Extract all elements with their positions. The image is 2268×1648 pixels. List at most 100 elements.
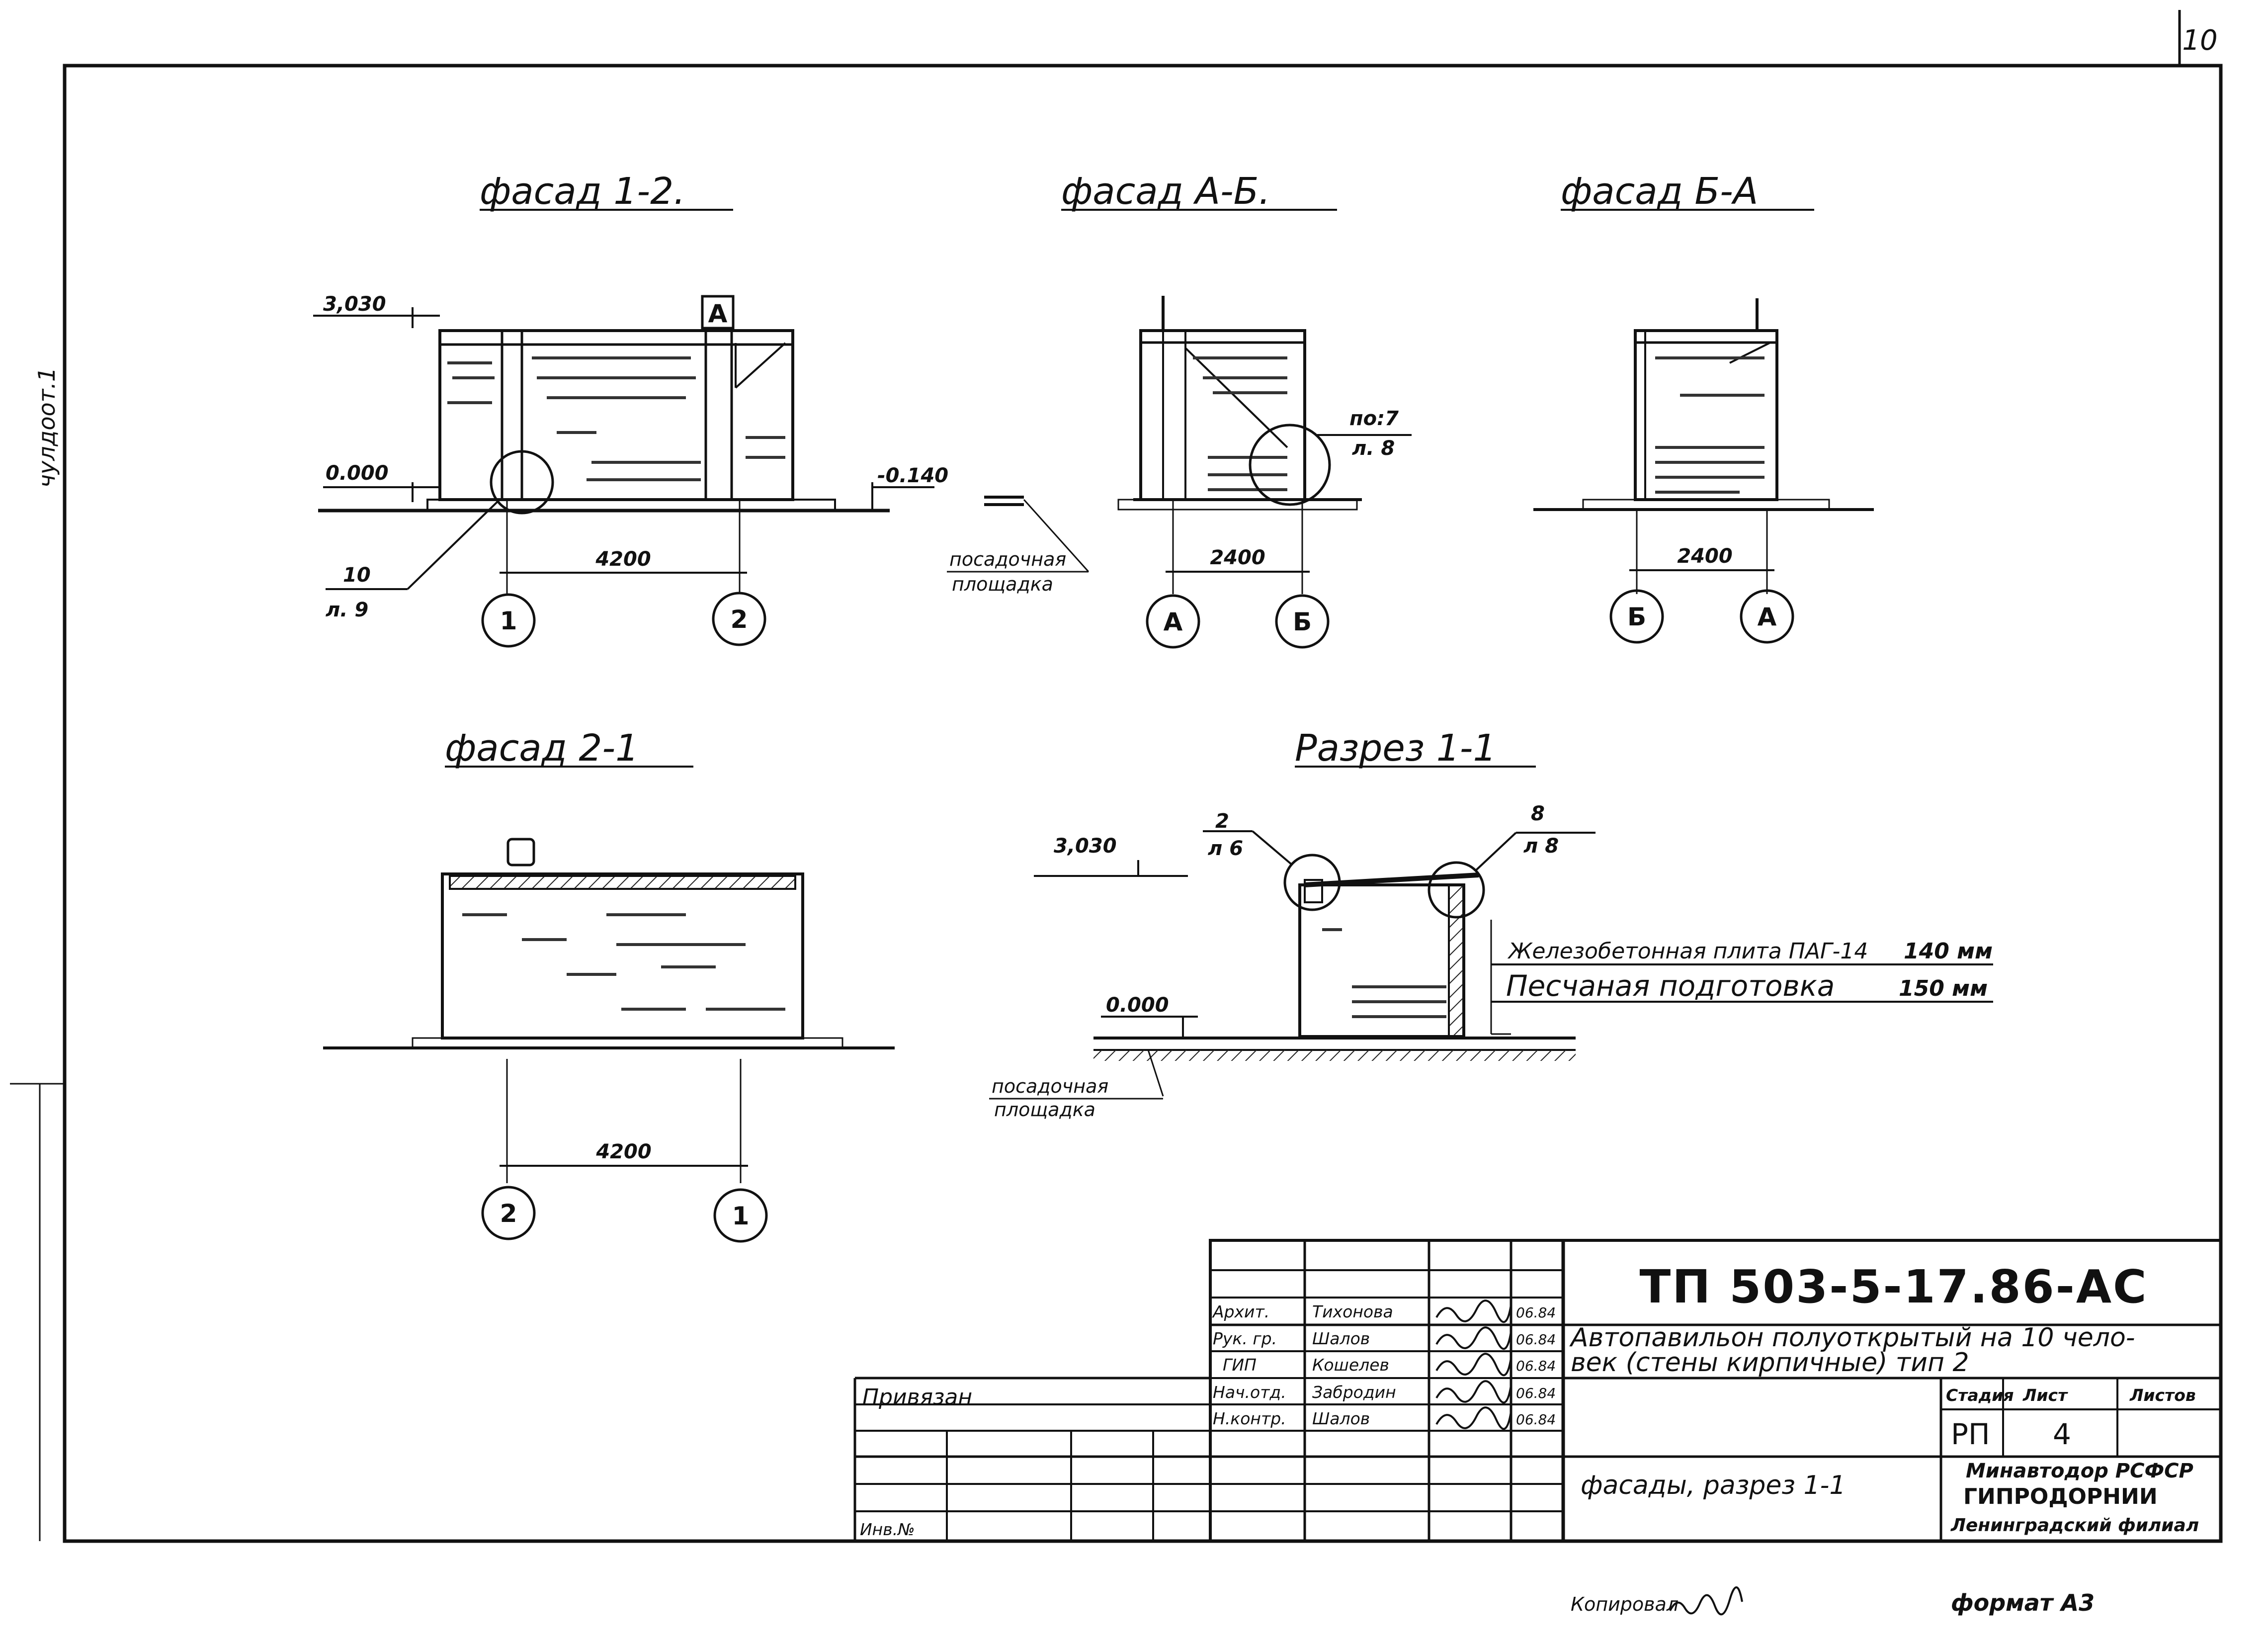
facade-1-2-axis-left-bubble	[481, 593, 536, 648]
facade-1-2-axis-marker	[701, 295, 735, 330]
facade-2-1-span: 4200	[595, 1140, 651, 1163]
facade-a-b-callout-circle	[1249, 424, 1331, 506]
section-1-1-callout-right-sheet: л 8	[1523, 835, 1559, 858]
facade-1-2-axis-marker-label: А	[708, 299, 728, 328]
facade-1-2-span: 4200	[595, 548, 651, 571]
doc-code: ТП 503-5-17.86-АС	[1639, 1260, 2148, 1313]
copier-signature	[1669, 1586, 1743, 1616]
facade-1-2-column-left	[501, 329, 523, 501]
signature-date: 06.84	[1516, 1385, 1556, 1401]
facade-b-a-span: 2400	[1677, 545, 1732, 568]
section-1-1-layer1-name: Железобетонная плита ПАГ-14	[1507, 939, 1868, 964]
facade-2-1-title: фасад 2-1	[445, 727, 639, 770]
signature-scribble	[1435, 1326, 1512, 1350]
side-stamp: чулдоот.1	[33, 367, 60, 488]
facade-1-2-title: фасад 1-2.	[480, 170, 685, 213]
doc-description-line1: Автопавильон полуоткрытый на 10 чело-	[1569, 1323, 2135, 1353]
facade-1-2-callout-num: 10	[343, 564, 371, 587]
org-line1: Минавтодор РСФСР	[1966, 1460, 2193, 1482]
facade-a-b-title: фасад А-Б.	[1061, 170, 1270, 213]
platform-label-line2: площадка	[952, 573, 1053, 595]
facade-a-b-callout-sheet: л. 8	[1352, 437, 1395, 460]
signature-date: 06.84	[1516, 1358, 1556, 1374]
section-1-1-platform-line2: площадка	[994, 1099, 1095, 1121]
facade-2-1-roof-band	[449, 875, 796, 890]
signature-row: ГИП Кошелев 06.84	[1223, 1353, 1556, 1377]
sheet-title: фасады, разрез 1-1	[1581, 1471, 1846, 1500]
section-1-1-level-zero: 0.000	[1106, 994, 1169, 1017]
facade-2-1: фасад 2-1 4200 2 1	[323, 727, 895, 1243]
signature-scribble	[1435, 1300, 1512, 1323]
footer-copied: Копировал	[1571, 1593, 1679, 1615]
facade-b-a: фасад Б-А 2400 Б А	[1533, 170, 1874, 644]
facade-a-b-axis-right: Б	[1293, 607, 1312, 636]
section-1-1-callout-left-circle	[1283, 854, 1341, 911]
section-1-1-layer2-name: Песчаная подготовка	[1506, 969, 1835, 1003]
section-1-1-callout-left-sheet: л 6	[1208, 837, 1243, 860]
signature-date: 06.84	[1516, 1331, 1556, 1348]
doc-description-line2: век (стены кирпичные) тип 2	[1571, 1348, 1969, 1378]
facade-1-2-level-platform: -0.140	[877, 464, 948, 487]
facade-b-a-wall	[1634, 329, 1778, 501]
section-1-1-level-top: 3,030	[1054, 835, 1117, 858]
section-1-1-title: Разрез 1-1	[1295, 727, 1497, 770]
facade-b-a-title: фасад Б-А	[1561, 170, 1758, 213]
signature-role: Нач.отд.	[1213, 1383, 1286, 1402]
section-1-1-cut-wall	[1448, 884, 1465, 1038]
signature-role: Архит.	[1212, 1302, 1269, 1321]
platform-label-top: посадочная площадка	[947, 496, 1090, 595]
signature-name: Тихонова	[1312, 1302, 1393, 1321]
facade-a-b: фасад А-Б. по:7 л. 8 2400 А Б	[1061, 170, 1412, 649]
section-1-1-callout-left-num: 2	[1215, 810, 1229, 833]
facade-1-2: фасад 1-2. А 3,030 0.000 -0.140	[313, 170, 948, 648]
stage-header: Стадия	[1946, 1386, 2014, 1405]
sheet-value: 4	[2053, 1417, 2071, 1451]
org-line3: Ленинградский филиал	[1950, 1515, 2199, 1536]
signature-role: Н.контр.	[1213, 1409, 1286, 1428]
facade-1-2-level-top: 3,030	[323, 293, 386, 316]
facade-a-b-axis-left: А	[1164, 607, 1183, 636]
org-line2: ГИПРОДОРНИИ	[1963, 1484, 2158, 1509]
facade-2-1-axis-right: 1	[732, 1202, 750, 1230]
section-1-1-callout-right-num: 8	[1531, 802, 1545, 825]
signature-name: Забродин	[1312, 1383, 1396, 1402]
footer-format: формат А3	[1951, 1589, 2095, 1616]
sheets-header: Листов	[2129, 1386, 2196, 1405]
signature-role: Рук. гр.	[1213, 1329, 1277, 1348]
facade-1-2-axis-left: 1	[500, 607, 517, 635]
facade-1-2-roof-band	[438, 329, 794, 346]
sheet-number: 10	[2182, 24, 2217, 57]
facade-1-2-callout-circle	[490, 450, 554, 515]
section-1-1-roof-slab	[1304, 872, 1479, 887]
facade-1-2-callout-sheet: л. 9	[326, 599, 368, 621]
signature-row: Рук. гр. Шалов 06.84	[1213, 1326, 1556, 1350]
signature-date: 06.84	[1516, 1304, 1556, 1321]
section-1-1: Разрез 1-1 3,030 2 л 6 8 л 8 Железобетон…	[989, 727, 1993, 1121]
sheet-header: Лист	[2022, 1386, 2068, 1405]
facade-2-1-axis-left: 2	[500, 1199, 517, 1228]
signature-scribble	[1435, 1353, 1512, 1377]
facade-1-2-column-right	[704, 329, 733, 501]
platform-label-line1: посадочная	[949, 548, 1066, 570]
signature-role: ГИП	[1223, 1355, 1257, 1375]
signature-name: Шалов	[1312, 1329, 1370, 1348]
facade-1-2-level-zero: 0.000	[326, 462, 389, 485]
facade-1-2-axis-right-bubble	[712, 592, 766, 646]
facade-1-2-brick-texture	[447, 356, 785, 481]
section-1-1-layer2-thick: 150 мм	[1899, 976, 1988, 1001]
signature-name: Кошелев	[1312, 1355, 1389, 1375]
facade-a-b-callout-num: по:7	[1349, 407, 1399, 430]
signature-name: Шалов	[1312, 1409, 1370, 1428]
facade-b-a-axis-left: Б	[1627, 603, 1646, 631]
signature-scribble	[1435, 1380, 1512, 1404]
signature-scribble	[1435, 1406, 1512, 1430]
bound-label: Привязан	[862, 1385, 972, 1410]
facade-a-b-span: 2400	[1210, 546, 1265, 569]
signature-row: Н.контр. Шалов 06.84	[1213, 1406, 1556, 1430]
facade-b-a-axis-right: А	[1758, 603, 1777, 631]
stage-value: РП	[1951, 1417, 1990, 1451]
section-1-1-platform-line1: посадочная	[992, 1075, 1108, 1097]
facade-1-2-axis-right: 2	[731, 605, 748, 634]
section-1-1-layer1-thick: 140 мм	[1904, 939, 1993, 964]
